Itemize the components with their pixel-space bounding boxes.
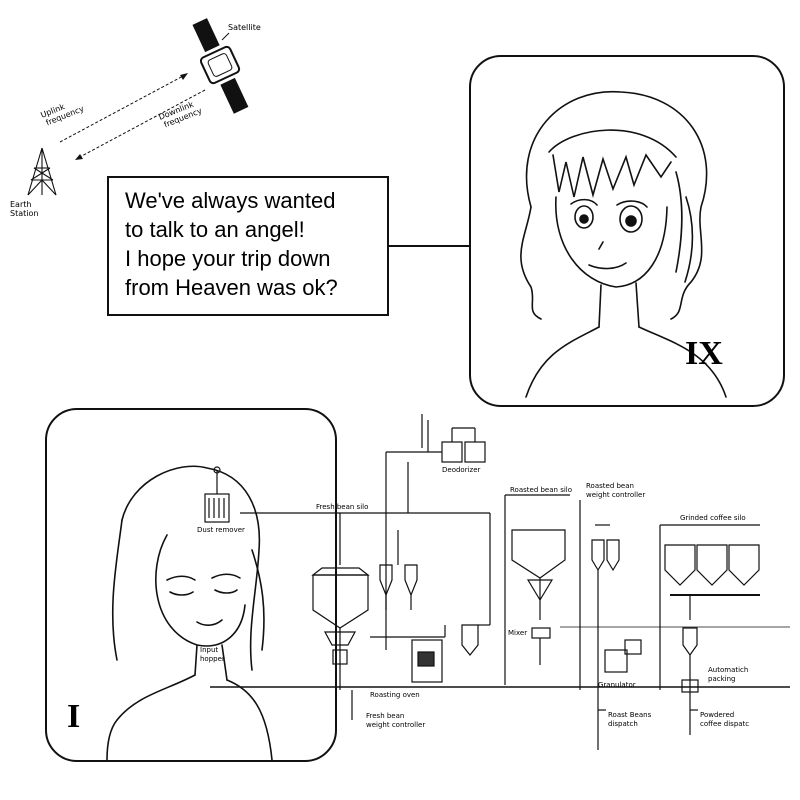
label-powdered-dispatch-2: coffee dispatc bbox=[700, 720, 749, 728]
label-powdered-dispatch-1: Powdered bbox=[700, 711, 734, 719]
label-automatic-packing-1: Automatich bbox=[708, 666, 748, 674]
label-roast-dispatch-1: Roast Beans bbox=[608, 711, 652, 719]
satellite-diagram-drawing: Satellite Uplink frequency Downlink freq… bbox=[10, 18, 261, 218]
label-grinded-coffee-silo: Grinded coffee silo bbox=[680, 514, 746, 522]
label-fresh-weight-1: Fresh bean bbox=[366, 712, 404, 720]
granulator-unit bbox=[591, 524, 642, 750]
label-input-hopper-1: Input bbox=[200, 646, 218, 654]
satellite-icon bbox=[192, 18, 249, 114]
speech-line: to talk to an angel! bbox=[125, 217, 305, 242]
earth-label-line2: Station bbox=[10, 209, 38, 218]
roasted-bean-silo bbox=[504, 494, 581, 690]
grinded-coffee-silo bbox=[659, 524, 760, 735]
earth-label-line1: Earth bbox=[10, 200, 31, 209]
label-fresh-bean-silo: Fresh bean silo bbox=[316, 503, 368, 511]
downlink-arrow bbox=[77, 89, 206, 159]
label-roasted-weight-1: Roasted bean bbox=[586, 482, 634, 490]
speech-line: We've always wanted bbox=[125, 188, 336, 213]
earth-station-icon bbox=[27, 147, 57, 196]
cyclone-units bbox=[379, 530, 418, 610]
label-granulator: Granulator bbox=[598, 681, 636, 689]
label-roasting-oven: Roasting oven bbox=[370, 691, 420, 699]
panel-top-right: IX bbox=[469, 55, 785, 407]
label-deodorizer: Deodorizer bbox=[442, 466, 481, 474]
uplink-arrow bbox=[59, 74, 186, 143]
fresh-bean-silo bbox=[311, 513, 370, 690]
label-roasted-bean-silo: Roasted bean silo bbox=[510, 486, 572, 494]
speech-line: I hope your trip down bbox=[125, 246, 331, 271]
girl-portrait-i bbox=[106, 465, 273, 760]
label-mixer: Mixer bbox=[508, 629, 527, 637]
speech-line: from Heaven was ok? bbox=[125, 275, 338, 300]
girl-portrait-ix bbox=[520, 90, 727, 398]
label-roasted-weight-2: weight controller bbox=[586, 491, 645, 499]
panel-bottom-left: I bbox=[45, 408, 337, 762]
label-automatic-packing-2: packing bbox=[708, 675, 735, 683]
panel-numeral-i: I bbox=[67, 698, 81, 735]
speech-connector bbox=[389, 245, 471, 247]
label-fresh-weight-2: weight controller bbox=[366, 721, 425, 729]
panel-numeral-ix: IX bbox=[685, 335, 723, 372]
coffee-factory-diagram: Deodorizer Fresh bean silo Dust remover … bbox=[197, 414, 790, 750]
label-input-hopper-2: hopper bbox=[200, 655, 225, 663]
roasting-oven-unit bbox=[370, 513, 491, 683]
label-roast-dispatch-2: dispatch bbox=[608, 720, 638, 728]
deodorizer-unit bbox=[385, 414, 486, 650]
label-dust-remover: Dust remover bbox=[197, 526, 245, 534]
speech-bubble: We've always wanted to talk to an angel!… bbox=[107, 176, 389, 316]
satellite-label: Satellite bbox=[228, 23, 261, 32]
dust-remover-unit bbox=[204, 466, 230, 523]
